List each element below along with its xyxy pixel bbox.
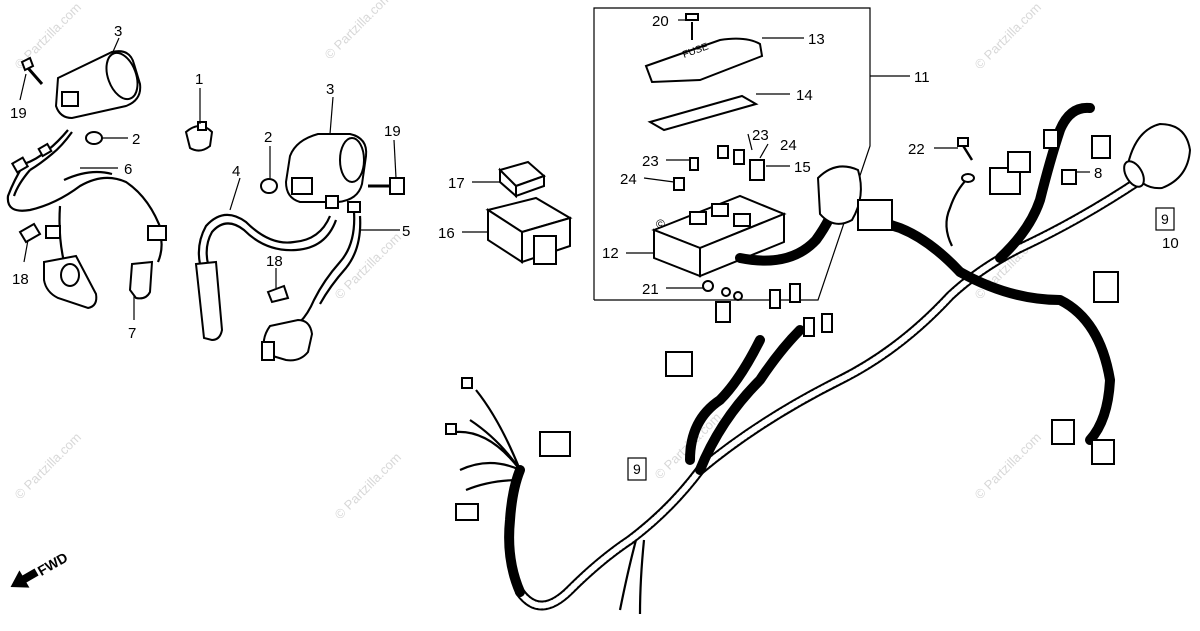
- harness-end-10: [1123, 122, 1192, 190]
- callout-23: 23: [752, 127, 769, 144]
- callout-9-boxed: 9: [627, 457, 647, 481]
- fuse-cover-13: FUSE: [644, 37, 764, 84]
- callout-20: 20: [652, 13, 669, 30]
- watermark-text: © Partzilla.com: [322, 0, 395, 62]
- callout-24: 24: [620, 171, 637, 188]
- callout-3: 3: [326, 81, 334, 98]
- plug-cap-7: [128, 225, 167, 300]
- watermark-text: © Partzilla.com: [332, 450, 405, 523]
- callout-4: 4: [232, 163, 240, 180]
- main-harness: [504, 102, 1145, 615]
- watermark-text: © Partzilla.com: [972, 430, 1045, 503]
- bolt-19-left: [20, 56, 44, 85]
- callout-8: 8: [1094, 165, 1102, 182]
- front-wires: [445, 377, 522, 492]
- callout-9: 9: [1161, 211, 1169, 227]
- forward-label: FWD: [35, 549, 71, 579]
- bolt-19-center: [368, 177, 405, 195]
- callout-18: 18: [266, 253, 283, 270]
- callout-5: 5: [402, 223, 410, 240]
- fusebox-harness: [735, 165, 862, 266]
- callout-3: 3: [114, 23, 122, 40]
- forward-arrow: FWD: [10, 549, 71, 588]
- callout-21: 21: [642, 281, 659, 298]
- callout-23: 23: [642, 153, 659, 170]
- callout-2: 2: [132, 131, 140, 148]
- clip-18-center: [266, 284, 290, 304]
- cap-2-left: [85, 131, 103, 145]
- cap-2-center: [260, 178, 278, 194]
- watermark-text: © Partzilla.com: [972, 0, 1045, 72]
- plug-cap-left-lower: [43, 205, 98, 310]
- callout-19: 19: [384, 123, 401, 140]
- callout-6: 6: [124, 161, 132, 178]
- ignition-coil-center: [284, 133, 368, 209]
- relay-17: [498, 160, 546, 199]
- lead-6: [6, 129, 164, 233]
- clamp-1: [184, 121, 214, 152]
- callout-9-boxed: 9: [1155, 207, 1175, 231]
- watermark-text: © Partzilla.com: [332, 230, 405, 303]
- callout-9: 9: [633, 461, 641, 477]
- fuse-box-12: ©: [651, 194, 787, 278]
- callout-13: 13: [808, 31, 825, 48]
- relay-8: [1061, 169, 1077, 185]
- copyright-mark: ©: [656, 217, 665, 231]
- lead-4: [194, 213, 338, 342]
- callout-14: 14: [796, 87, 813, 104]
- leader-lines: [19, 19, 1090, 320]
- callout-7: 7: [128, 325, 136, 342]
- callout-19: 19: [10, 105, 27, 122]
- screw-21: [702, 280, 714, 292]
- callout-10: 10: [1162, 235, 1179, 252]
- callout-15: 15: [794, 159, 811, 176]
- screw-22: [945, 137, 975, 247]
- callout-24: 24: [780, 137, 797, 154]
- fuses-23-24: [673, 145, 765, 191]
- callout-16: 16: [438, 225, 455, 242]
- callout-12: 12: [602, 245, 619, 262]
- relay-16: [485, 196, 573, 265]
- plug-cap-center-lower: [261, 318, 314, 362]
- callout-22: 22: [908, 141, 925, 158]
- callouts: 3 19 2 6 18 7 1 2 3 19 4 5 18 17 16 20 1…: [10, 13, 1179, 342]
- callout-1: 1: [195, 71, 203, 88]
- lead-5: [299, 201, 362, 323]
- watermark-text: © Partzilla.com: [12, 430, 85, 503]
- screw-20: [685, 13, 699, 40]
- callout-11: 11: [914, 69, 930, 86]
- callout-2: 2: [264, 129, 272, 146]
- ignition-coil-left: [54, 50, 142, 120]
- gasket-14: [647, 94, 759, 132]
- clip-18-left: [18, 222, 42, 244]
- callout-17: 17: [448, 175, 465, 192]
- callout-18: 18: [12, 271, 29, 288]
